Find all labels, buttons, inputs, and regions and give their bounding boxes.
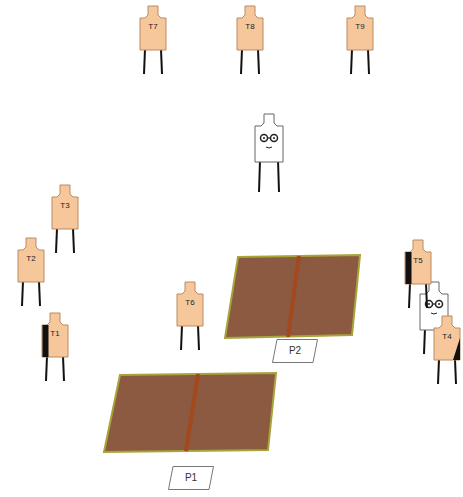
paper-target: T3 (52, 185, 78, 229)
target-leg (46, 356, 47, 381)
no-shoot-glasses (268, 137, 271, 138)
target-leg (181, 325, 182, 350)
target-leg (409, 283, 410, 308)
label-box (169, 467, 214, 490)
no-shoot-eye (428, 303, 430, 305)
no-shoot-target (255, 114, 283, 192)
target-body (52, 185, 78, 229)
no-shoot-body (255, 114, 283, 162)
target-leg (278, 160, 279, 192)
target-leg (258, 49, 259, 74)
target-body (434, 316, 460, 360)
target-body (347, 6, 373, 50)
no-shoot-eye (263, 137, 265, 139)
target-body (405, 240, 431, 284)
target-number: T2 (26, 255, 35, 263)
target-leg (438, 359, 439, 384)
target-leg (73, 228, 74, 253)
no-shoot-eye (438, 303, 440, 305)
target-legs (22, 49, 456, 384)
target-leg (56, 228, 57, 253)
target-number: T5 (413, 257, 422, 265)
wooden-platform (104, 373, 276, 452)
no-shoot-mouth (266, 147, 272, 148)
target-leg (198, 325, 199, 350)
position-label: P1 (168, 466, 214, 490)
no-shoot-glasses (436, 301, 443, 308)
target-leg (426, 283, 427, 308)
target-leg (39, 281, 40, 306)
hard-cover (453, 338, 460, 360)
target-body (18, 238, 44, 282)
target-body (177, 282, 203, 326)
platform-divider (288, 256, 299, 337)
target-number: T7 (148, 23, 157, 31)
hard-cover (406, 252, 412, 284)
target-number: T9 (355, 23, 364, 31)
target-number: T6 (185, 299, 194, 307)
target-number: T8 (245, 23, 254, 31)
target-body (42, 313, 68, 357)
paper-target: T6 (177, 282, 203, 326)
target-leg (241, 49, 242, 74)
position-number: P2 (289, 346, 301, 356)
paper-target: T4 (434, 316, 460, 360)
target-number: T1 (50, 330, 59, 338)
platform-divider (186, 374, 198, 451)
paper-target: T1 (42, 313, 68, 357)
no-shoot-mouth (431, 313, 437, 314)
paper-target: T9 (347, 6, 373, 50)
target-number: T3 (60, 202, 69, 210)
target-leg (144, 49, 145, 74)
target-leg (351, 49, 352, 74)
target-leg (161, 49, 162, 74)
paper-target: T2 (18, 238, 44, 282)
wooden-platform (225, 255, 360, 338)
position-label: P2 (272, 339, 318, 363)
paper-target: T7 (140, 6, 166, 50)
target-body (237, 6, 263, 50)
paper-target: T5 (405, 240, 431, 284)
position-number: P1 (185, 473, 197, 483)
target-leg (424, 328, 425, 354)
hard-cover (43, 325, 49, 357)
paper-target: T8 (237, 6, 263, 50)
no-shoot-glasses (433, 303, 436, 304)
no-shoot-glasses (271, 135, 278, 142)
label-box (273, 340, 318, 363)
target-leg (259, 160, 260, 192)
target-leg (22, 281, 23, 306)
target-leg (63, 356, 64, 381)
target-number: T4 (442, 333, 451, 341)
no-shoot-glasses (261, 135, 268, 142)
no-shoot-eye (273, 137, 275, 139)
target-leg (455, 359, 456, 384)
target-leg (368, 49, 369, 74)
target-body (140, 6, 166, 50)
